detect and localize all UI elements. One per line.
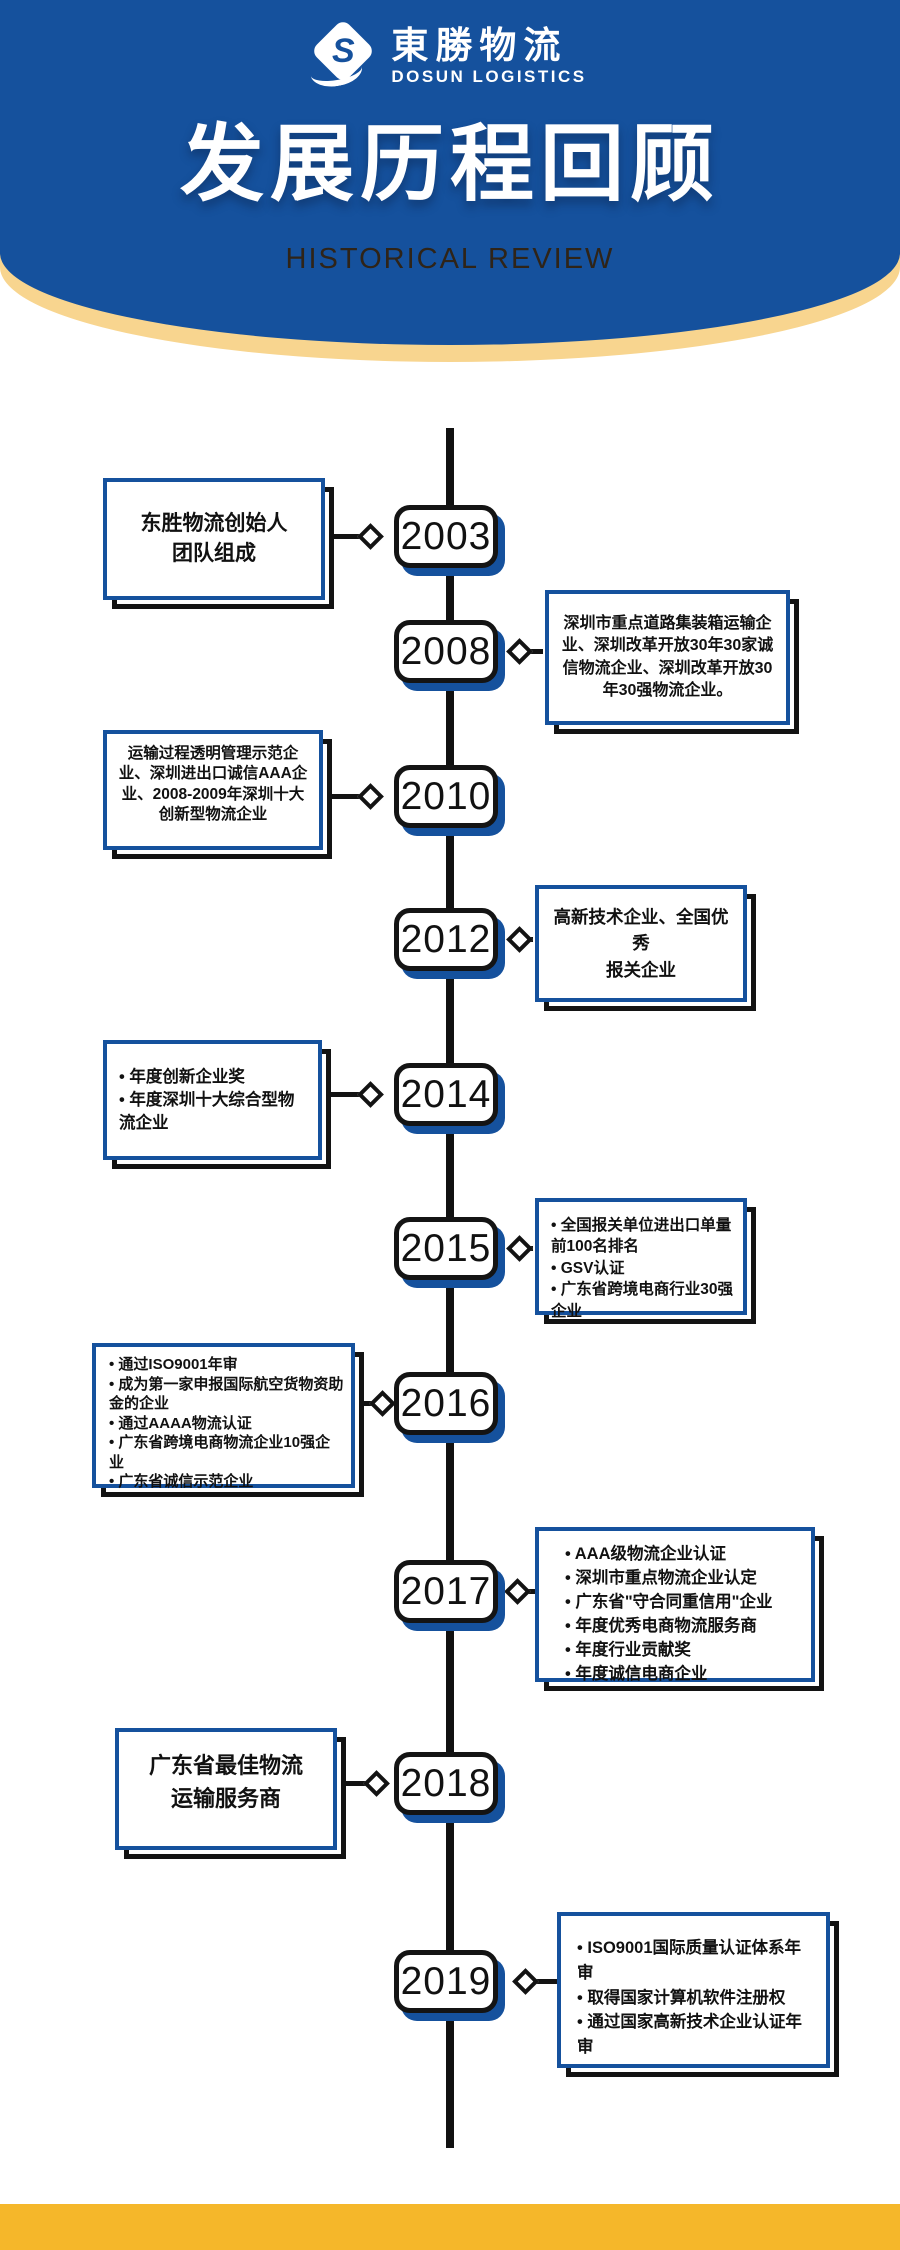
info-box-content: 深圳市重点道路集装箱运输企业、深圳改革开放30年30家诚信物流企业、深圳改革开放… [545, 590, 790, 725]
connector [344, 1769, 390, 1797]
info-box-content: 运输过程透明管理示范企业、深圳进出口诚信AAA企业、2008-2009年深圳十大… [103, 730, 323, 850]
year-badge: 2017 [394, 1560, 498, 1623]
logo: S 東勝物流 DOSUN LOGISTICS [0, 18, 900, 91]
info-box-content: • 全国报关单位进出口单量前100名排名• GSV认证• 广东省跨境电商行业30… [535, 1198, 747, 1320]
info-box-content: 东胜物流创始人团队组成 [103, 478, 325, 600]
year-badge: 2016 [394, 1372, 498, 1435]
page-title: 发展历程回顾 [179, 117, 720, 211]
connector-diamond-icon [357, 782, 384, 810]
info-box: • 年度创新企业奖• 年度深圳十大综合型物流企业 [103, 1040, 331, 1169]
logo-letter-s: S [332, 31, 355, 70]
year-badge: 2019 [394, 1950, 498, 2013]
year-badge: 2015 [394, 1217, 498, 1280]
info-box-content: 广东省最佳物流运输服务商 [115, 1728, 337, 1850]
info-box-content: • ISO9001国际质量认证体系年审• 取得国家计算机软件注册权• 通过国家高… [557, 1912, 830, 2068]
info-box: • 通过ISO9001年审• 成为第一家申报国际航空货物资助金的企业• 通过AA… [92, 1343, 364, 1497]
connector-line [344, 1780, 367, 1786]
info-box: 深圳市重点道路集装箱运输企业、深圳改革开放30年30家诚信物流企业、深圳改革开放… [545, 590, 799, 734]
connector-line [529, 648, 543, 654]
connector-diamond-icon [357, 1080, 384, 1108]
connector-diamond-icon [369, 1389, 396, 1417]
connector [334, 522, 384, 550]
connector-diamond-icon [506, 925, 533, 953]
header-blue-arc [0, 0, 900, 345]
year-badge: 2008 [394, 620, 498, 683]
connector-diamond-icon [357, 522, 384, 550]
connector [362, 1389, 396, 1417]
connector-line [332, 793, 361, 799]
year-badge: 2012 [394, 908, 498, 971]
connector [504, 1577, 535, 1605]
connector [506, 1234, 533, 1262]
bottom-band [0, 2204, 900, 2250]
connector-line [527, 1588, 535, 1594]
connector-diamond-icon [512, 1967, 539, 1995]
info-box-content: • 通过ISO9001年审• 成为第一家申报国际航空货物资助金的企业• 通过AA… [92, 1343, 355, 1490]
year-badge: 2010 [394, 765, 498, 828]
connector [512, 1967, 557, 1995]
info-box: 东胜物流创始人团队组成 [103, 478, 334, 609]
connector [331, 1080, 384, 1108]
info-box: 广东省最佳物流运输服务商 [115, 1728, 346, 1859]
connector-line [331, 1091, 361, 1097]
connector-diamond-icon [506, 1234, 533, 1262]
connector [506, 637, 543, 665]
year-badge: 2003 [394, 505, 498, 568]
connector [332, 782, 384, 810]
connector-diamond-icon [504, 1577, 531, 1605]
year-badge: 2018 [394, 1752, 498, 1815]
logo-name-cn: 東勝物流 [391, 25, 568, 67]
info-box: 高新技术企业、全国优秀报关企业 [535, 885, 756, 1011]
page-subtitle: HISTORICAL REVIEW [285, 243, 615, 275]
info-box-content: • 年度创新企业奖• 年度深圳十大综合型物流企业 [103, 1040, 322, 1160]
logo-text: 東勝物流 DOSUN LOGISTICS [391, 26, 586, 87]
info-box-content: • AAA级物流企业认证• 深圳市重点物流企业认定• 广东省"守合同重信用"企业… [535, 1527, 815, 1683]
year-badge: 2014 [394, 1063, 498, 1126]
timeline-line [446, 428, 454, 2148]
dosun-logo-icon: S [309, 18, 376, 91]
connector-line [535, 1978, 557, 1984]
logo-swoosh-shape [309, 59, 365, 91]
connector [506, 925, 533, 953]
info-box-content: 高新技术企业、全国优秀报关企业 [535, 885, 747, 1002]
connector-diamond-icon [506, 637, 533, 665]
logo-name-en: DOSUN LOGISTICS [391, 67, 587, 87]
connector-diamond-icon [363, 1769, 390, 1797]
info-box: • 全国报关单位进出口单量前100名排名• GSV认证• 广东省跨境电商行业30… [535, 1198, 756, 1324]
connector-line [334, 533, 361, 539]
connector-line [362, 1400, 373, 1406]
info-box: • ISO9001国际质量认证体系年审• 取得国家计算机软件注册权• 通过国家高… [557, 1912, 839, 2077]
info-box: 运输过程透明管理示范企业、深圳进出口诚信AAA企业、2008-2009年深圳十大… [103, 730, 332, 859]
info-box: • AAA级物流企业认证• 深圳市重点物流企业认定• 广东省"守合同重信用"企业… [535, 1527, 824, 1691]
